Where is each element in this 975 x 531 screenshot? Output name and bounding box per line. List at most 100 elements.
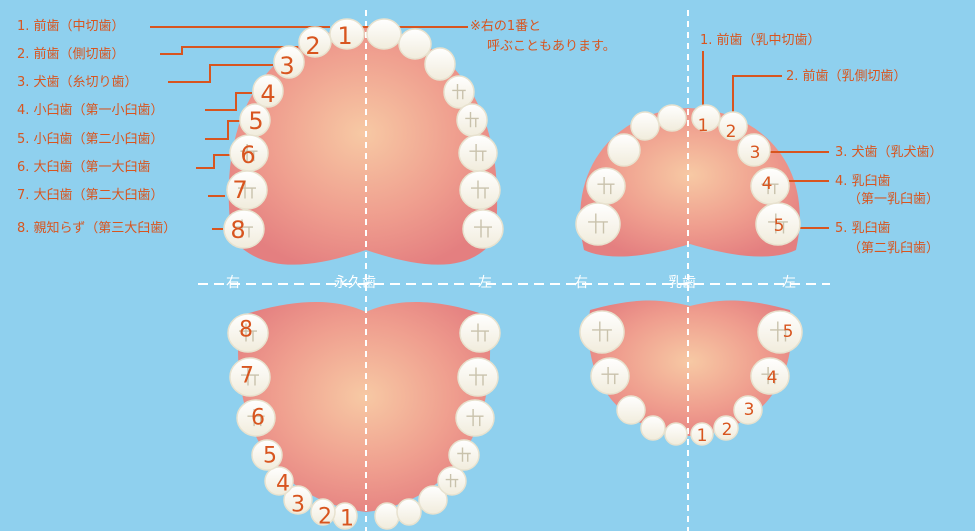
upper-left-tooth-8: [462, 209, 504, 249]
upper-number-3: 3: [279, 52, 294, 80]
upper-number-4: 4: [260, 80, 275, 108]
lower-number-4: 4: [276, 472, 290, 497]
prim-label-3: 3. 犬歯（乳犬歯）: [835, 145, 943, 160]
leader-prim-2: [732, 75, 782, 118]
upper-permanent-palate: [228, 26, 498, 265]
perm-label-8: 8. 親知らず（第三大臼歯）: [17, 221, 177, 236]
upper-left-tooth-2: [398, 28, 432, 60]
gums: [228, 26, 800, 512]
prim-label-2: 2. 前歯（乳側切歯）: [786, 69, 907, 84]
prim-label-1: 1. 前歯（乳中切歯）: [700, 33, 821, 48]
upper-number-1: 1: [337, 22, 352, 50]
upper-primary-left-tooth-5: [755, 202, 801, 246]
primary-upper-number-1: 1: [698, 116, 709, 136]
primary-upper-number-5: 5: [774, 216, 785, 236]
upper-right-tooth-7: [226, 170, 268, 210]
prim-label-4-sub: （第一乳臼歯）: [848, 192, 940, 207]
perm-label-4: 4. 小臼歯（第一小臼歯）: [17, 103, 164, 118]
lower-right-tooth-8: [227, 313, 269, 353]
perm-label-7: 7. 大臼歯（第二大臼歯）: [17, 188, 164, 203]
leader-lines: [150, 26, 829, 230]
leader-6: [196, 154, 232, 169]
primary-upper-number-3: 3: [750, 143, 761, 163]
prim-label-4: 4. 乳臼歯: [835, 174, 891, 189]
prim-label-5: 5. 乳臼歯: [835, 221, 891, 236]
lower-left-tooth-7: [457, 357, 499, 397]
upper-number-2: 2: [305, 32, 320, 60]
lower-number-1: 1: [340, 507, 354, 531]
lower-number-8: 8: [239, 318, 253, 343]
lower-left-tooth-1: [374, 502, 400, 530]
lower-left-tooth-4: [437, 466, 467, 496]
lower-permanent-tongue: [238, 302, 491, 512]
upper-primary-right-tooth-1: [657, 104, 687, 132]
lower-number-6: 6: [251, 406, 265, 431]
upper-number-7: 7: [232, 176, 247, 204]
primary-lower-number-4: 4: [767, 368, 778, 388]
upper-number-8: 8: [230, 216, 245, 244]
upper-right-tooth-1: [329, 18, 365, 50]
leader-5: [205, 120, 242, 140]
upper-right-tooth-8: [223, 209, 265, 249]
lower-left-tooth-3: [418, 485, 448, 515]
upper-left-tooth-3: [424, 47, 456, 81]
perm-section-label: 永久歯: [334, 275, 376, 291]
perm-label-2: 2. 前歯（側切歯）: [17, 47, 125, 62]
lower-right-tooth-4: [264, 466, 294, 496]
lower-right-tooth-7: [229, 357, 271, 397]
upper-left-tooth-1: [366, 18, 402, 50]
lower-primary-right-tooth-4: [590, 357, 630, 395]
lower-primary-right-tooth-3: [616, 395, 646, 425]
lower-primary-left-tooth-4: [750, 357, 790, 395]
leader-3: [168, 64, 273, 83]
upper-primary-left-tooth-3: [737, 133, 771, 167]
lower-left-tooth-8: [459, 313, 501, 353]
upper-number-6: 6: [240, 141, 255, 169]
leader-4: [205, 92, 252, 111]
lower-right-tooth-3: [283, 485, 313, 515]
upper-left-tooth-4: [443, 75, 475, 109]
lower-number-5: 5: [263, 444, 277, 469]
lower-right-tooth-2: [310, 498, 336, 526]
upper-primary-right-tooth-4: [586, 167, 626, 205]
prim-right-label: 右: [574, 275, 588, 291]
perm-label-5: 5. 小臼歯（第二小臼歯）: [17, 132, 164, 147]
perm-right-label: 右: [226, 275, 240, 291]
upper-primary-right-tooth-5: [575, 202, 621, 246]
upper-primary-right-tooth-2: [630, 111, 660, 141]
lower-left-tooth-6: [455, 399, 495, 437]
primary-upper-number-4: 4: [762, 174, 773, 194]
upper-left-tooth-6: [458, 134, 498, 172]
upper-primary-right-tooth-3: [607, 133, 641, 167]
lower-number-2: 2: [318, 505, 332, 530]
upper-left-tooth-7: [459, 170, 501, 210]
lower-primary-left-tooth-2: [713, 415, 739, 441]
teeth: [223, 18, 803, 530]
lower-left-tooth-5: [448, 439, 480, 471]
lower-right-tooth-5: [251, 439, 283, 471]
perm-label-3: 3. 犬歯（糸切り歯）: [17, 75, 138, 90]
lower-primary-left-tooth-3: [733, 395, 763, 425]
lower-number-3: 3: [291, 493, 305, 518]
primary-upper-number-2: 2: [726, 122, 737, 142]
lower-primary-left-tooth-1: [690, 422, 714, 446]
upper-primary-left-tooth-1: [691, 104, 721, 132]
primary-lower-number-2: 2: [722, 420, 733, 440]
divider-lines: [198, 10, 830, 531]
perm-label-1: 1. 前歯（中切歯）: [17, 19, 125, 34]
primary-lower-number-3: 3: [744, 400, 755, 420]
primary-lower-number-1: 1: [697, 426, 708, 446]
leader-2: [160, 46, 298, 55]
upper-right-tooth-2: [298, 26, 332, 58]
lower-primary-left-tooth-5: [757, 310, 803, 354]
lower-primary-right-tooth-5: [579, 310, 625, 354]
lower-left-tooth-2: [396, 498, 422, 526]
lower-primary-right-tooth-1: [664, 422, 688, 446]
prim-label-5-sub: （第二乳臼歯）: [848, 241, 940, 256]
upper-number-5: 5: [248, 107, 263, 135]
note-line-1: ※右の1番と: [470, 19, 542, 34]
perm-label-6: 6. 大臼歯（第一大臼歯: [17, 160, 151, 175]
